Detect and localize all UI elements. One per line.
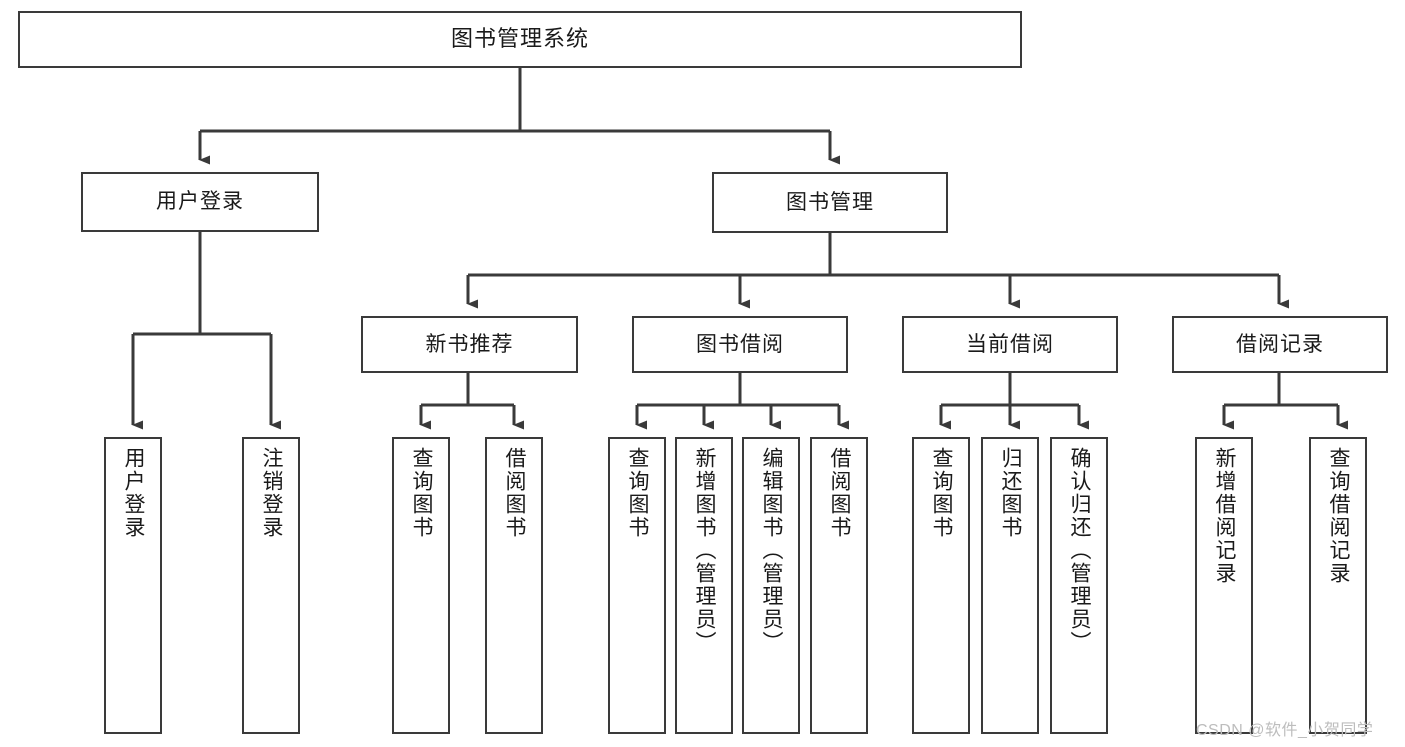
node-label: 用户登录 [156, 190, 244, 214]
node-label: 借阅图书 [828, 447, 852, 539]
node-label: 用户登录 [122, 447, 146, 539]
node-label: 查询借阅记录 [1327, 447, 1351, 585]
node-label: 借阅图书 [503, 447, 527, 539]
node-label: 新增借阅记录 [1213, 447, 1237, 585]
node-user-login[interactable]: 用户登录 [81, 172, 319, 232]
node-label: 注销登录 [260, 447, 284, 539]
node-label: 查询图书 [626, 447, 650, 539]
leaf-query-book-borrow[interactable]: 查询图书 [608, 437, 666, 734]
node-label: 图书管理 [786, 190, 874, 214]
node-label: 查询图书 [930, 447, 954, 539]
node-book-management[interactable]: 图书管理 [712, 172, 948, 233]
node-root-book-management-system[interactable]: 图书管理系统 [18, 11, 1022, 68]
leaf-confirm-return-admin[interactable]: 确认归还（管理员） [1050, 437, 1108, 734]
leaf-query-book-recommend[interactable]: 查询图书 [392, 437, 450, 734]
node-label: 新书推荐 [425, 332, 514, 356]
node-label: 当前借阅 [966, 332, 1054, 356]
leaf-add-borrow-record[interactable]: 新增借阅记录 [1195, 437, 1253, 734]
node-label: 图书管理系统 [450, 26, 589, 52]
leaf-return-book[interactable]: 归还图书 [981, 437, 1039, 734]
leaf-add-book-admin[interactable]: 新增图书（管理员） [675, 437, 733, 734]
node-new-book-recommend[interactable]: 新书推荐 [361, 316, 578, 373]
leaf-edit-book-admin[interactable]: 编辑图书（管理员） [742, 437, 800, 734]
node-label: 图书借阅 [696, 332, 784, 356]
leaf-borrow-book[interactable]: 借阅图书 [810, 437, 868, 734]
node-book-borrow[interactable]: 图书借阅 [632, 316, 848, 373]
node-label: 查询图书 [410, 447, 434, 539]
node-label: 确认归还（管理员） [1068, 447, 1092, 654]
leaf-logout[interactable]: 注销登录 [242, 437, 300, 734]
node-label: 编辑图书（管理员） [760, 447, 784, 654]
node-borrow-record[interactable]: 借阅记录 [1172, 316, 1388, 373]
csdn-watermark: CSDN @软件_小贺同学 [1196, 722, 1374, 739]
node-label: 归还图书 [999, 447, 1023, 539]
leaf-borrow-book-recommend[interactable]: 借阅图书 [485, 437, 543, 734]
leaf-query-book-current[interactable]: 查询图书 [912, 437, 970, 734]
node-label: 借阅记录 [1236, 332, 1324, 356]
leaf-user-login[interactable]: 用户登录 [104, 437, 162, 734]
node-label: 新增图书（管理员） [693, 447, 717, 654]
leaf-query-borrow-record[interactable]: 查询借阅记录 [1309, 437, 1367, 734]
node-current-borrow[interactable]: 当前借阅 [902, 316, 1118, 373]
